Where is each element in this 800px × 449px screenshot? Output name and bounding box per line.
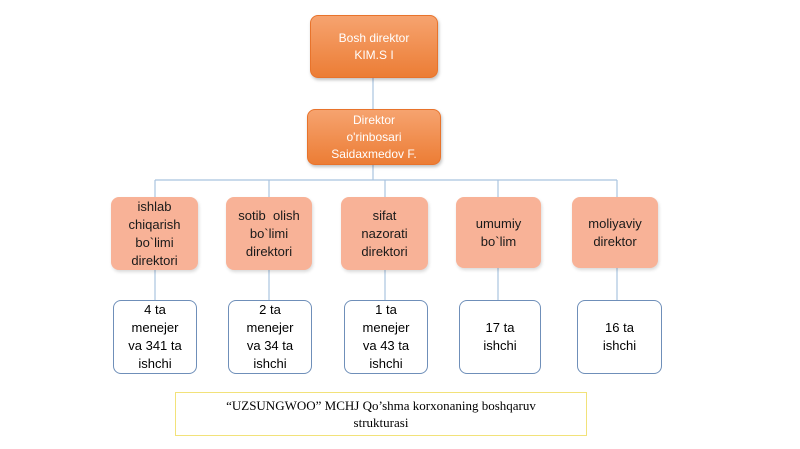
dept-line: bo`lim [480,233,517,249]
node-direktor-orinbosari: Direktor o'rinbosari Saidaxmedov F. [307,109,441,165]
staff-line: 1 ta [375,302,397,317]
dept-line: direktor [593,233,637,249]
staff-line: 17 ta [485,320,515,335]
node-staff-finance: 16 ta ishchi [577,300,662,374]
staff-line: va 341 ta [128,338,182,353]
dept-line: bo`limi [135,234,174,250]
staff-line: ishchi [253,356,287,371]
node-dept-production: ishlab chiqarish bo`limi direktori [111,197,198,270]
staff-line: va 34 ta [246,338,294,353]
staff-line: ishchi [138,356,172,371]
dept-line: sifat [372,207,397,223]
dept-line: chiqarish [128,216,181,232]
diagram-caption: “UZSUNGWOO” MCHJ Qo’shma korxonaning bos… [175,392,587,436]
dept-line: ishlab [137,198,172,214]
node-bosh-direktor: Bosh direktor KIM.S I [310,15,438,78]
node-deputy-line1: Direktor [352,112,395,127]
dept-line: direktori [131,252,178,268]
node-dept-finance: moliyaviy direktor [572,197,658,268]
dept-line: umumiy [475,215,522,231]
dept-line: direktori [361,243,408,259]
dept-line: nazorati [361,225,408,241]
staff-line: menejer [246,320,294,335]
node-bosh-direktor-title: Bosh direktor [338,30,410,45]
dept-line: direktori [245,243,293,259]
staff-line: ishchi [483,338,517,353]
node-staff-quality: 1 ta menejer va 43 ta ishchi [344,300,428,374]
staff-line: ishchi [369,356,403,371]
dept-line: moliyaviy [588,215,642,231]
node-deputy-line2: o'rinbosari [346,129,402,144]
staff-line: va 43 ta [362,338,410,353]
node-staff-production: 4 ta menejer va 341 ta ishchi [113,300,197,374]
node-staff-procurement: 2 ta menejer va 34 ta ishchi [228,300,312,374]
dept-line: bo`limi [249,225,289,241]
caption-line2: strukturasi [353,415,409,430]
node-dept-general: umumiy bo`lim [456,197,541,268]
dept-line: sotib olish [238,207,300,223]
node-dept-quality: sifat nazorati direktori [341,197,428,270]
node-deputy-line3: Saidaxmedov F. [331,146,417,161]
staff-line: 2 ta [259,302,281,317]
caption-line1: “UZSUNGWOO” MCHJ Qo’shma korxonaning bos… [226,398,536,413]
node-bosh-direktor-name: KIM.S I [354,47,394,62]
node-dept-procurement: sotib olish bo`limi direktori [226,197,312,270]
staff-line: ishchi [602,338,637,353]
staff-line: menejer [362,320,410,335]
staff-line: 16 ta [605,320,634,335]
node-staff-general: 17 ta ishchi [459,300,541,374]
staff-line: menejer [131,320,179,335]
staff-line: 4 ta [144,302,166,317]
